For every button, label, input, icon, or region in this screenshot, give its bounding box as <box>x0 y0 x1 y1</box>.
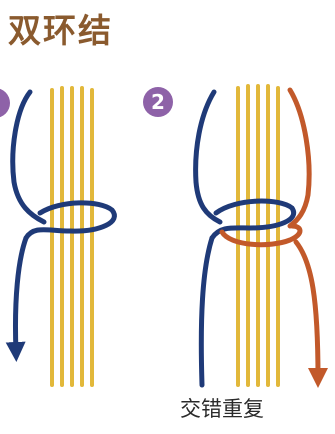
step-1-badge <box>0 88 10 118</box>
working-cord-left <box>13 92 44 222</box>
core-strands-left <box>52 88 92 385</box>
navy-cord-bottom <box>201 238 212 385</box>
navy-cord-top <box>196 92 220 222</box>
step-2-number: 2 <box>143 87 173 117</box>
core-strands-right <box>238 86 278 385</box>
step-2-illustration <box>143 86 318 385</box>
orange-cord-bottom <box>296 242 318 378</box>
step-1-illustration <box>0 88 114 385</box>
step-2-caption: 交错重复 <box>180 393 264 423</box>
arrow-cord-left <box>15 238 26 352</box>
